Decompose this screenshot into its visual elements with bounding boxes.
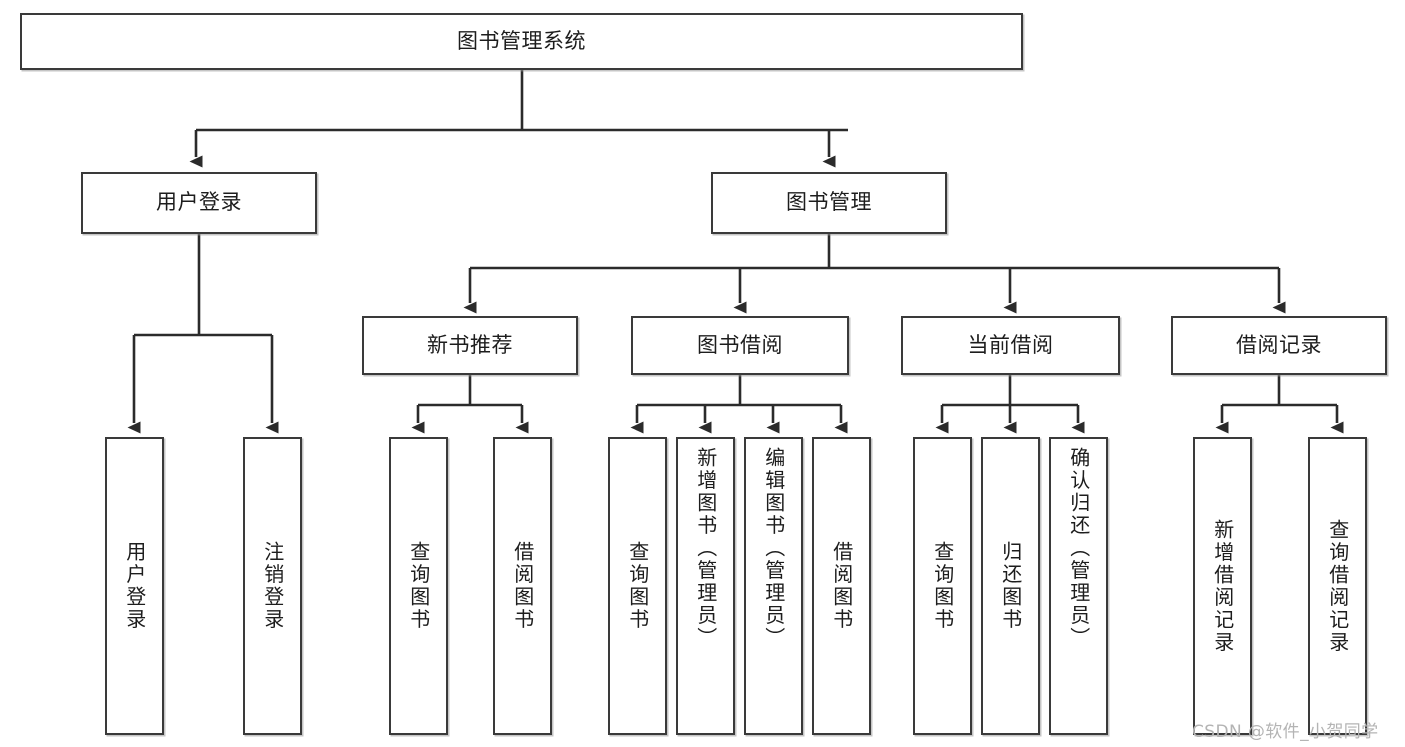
node-leaf-borrow-book-1[interactable]: 借阅图书 [493, 437, 552, 735]
node-leaf-edit-book-label: 编辑图书（管理员） [761, 447, 786, 650]
node-current-borrow-label: 当前借阅 [967, 332, 1054, 357]
node-leaf-borrow-book-1-label: 借阅图书 [510, 541, 535, 631]
node-leaf-query-record-label: 查询借阅记录 [1325, 518, 1350, 654]
node-book-manage-label: 图书管理 [786, 190, 872, 215]
node-leaf-query-book-2-label: 查询图书 [625, 541, 650, 631]
node-leaf-add-book-label: 新增图书（管理员） [693, 447, 718, 650]
node-leaf-confirm-return-label: 确认归还（管理员） [1066, 447, 1091, 650]
node-leaf-confirm-return[interactable]: 确认归还（管理员） [1049, 437, 1108, 735]
node-leaf-add-book[interactable]: 新增图书（管理员） [676, 437, 735, 735]
node-leaf-add-record-label: 新增借阅记录 [1210, 518, 1235, 654]
node-leaf-query-book-3-label: 查询图书 [930, 541, 955, 631]
node-leaf-query-book-2[interactable]: 查询图书 [608, 437, 667, 735]
node-borrow-record[interactable]: 借阅记录 [1171, 316, 1387, 375]
node-leaf-edit-book[interactable]: 编辑图书（管理员） [744, 437, 803, 735]
node-leaf-user-login-label: 用户登录 [122, 541, 147, 631]
node-new-book-recommend[interactable]: 新书推荐 [362, 316, 578, 375]
node-leaf-borrow-book-2[interactable]: 借阅图书 [812, 437, 871, 735]
node-leaf-borrow-book-2-label: 借阅图书 [829, 541, 854, 631]
node-leaf-return-book[interactable]: 归还图书 [981, 437, 1040, 735]
node-user-login-label: 用户登录 [156, 190, 242, 215]
node-new-book-recommend-label: 新书推荐 [427, 332, 513, 357]
node-root-label: 图书管理系统 [457, 28, 586, 53]
node-leaf-return-book-label: 归还图书 [998, 541, 1023, 631]
node-leaf-add-record[interactable]: 新增借阅记录 [1193, 437, 1252, 735]
node-book-manage[interactable]: 图书管理 [711, 172, 947, 234]
node-leaf-query-book-1[interactable]: 查询图书 [389, 437, 448, 735]
node-leaf-user-logout-label: 注销登录 [260, 541, 285, 631]
node-root[interactable]: 图书管理系统 [20, 13, 1023, 70]
node-user-login[interactable]: 用户登录 [81, 172, 317, 234]
node-current-borrow[interactable]: 当前借阅 [901, 316, 1120, 375]
node-leaf-query-record[interactable]: 查询借阅记录 [1308, 437, 1367, 735]
node-leaf-user-logout[interactable]: 注销登录 [243, 437, 302, 735]
watermark-text: CSDN @软件_小贺同学 [1192, 722, 1379, 742]
node-borrow-record-label: 借阅记录 [1236, 332, 1322, 357]
node-leaf-query-book-1-label: 查询图书 [406, 541, 431, 631]
node-book-borrow[interactable]: 图书借阅 [631, 316, 849, 375]
node-leaf-user-login[interactable]: 用户登录 [105, 437, 164, 735]
node-leaf-query-book-3[interactable]: 查询图书 [913, 437, 972, 735]
node-book-borrow-label: 图书借阅 [697, 332, 783, 357]
